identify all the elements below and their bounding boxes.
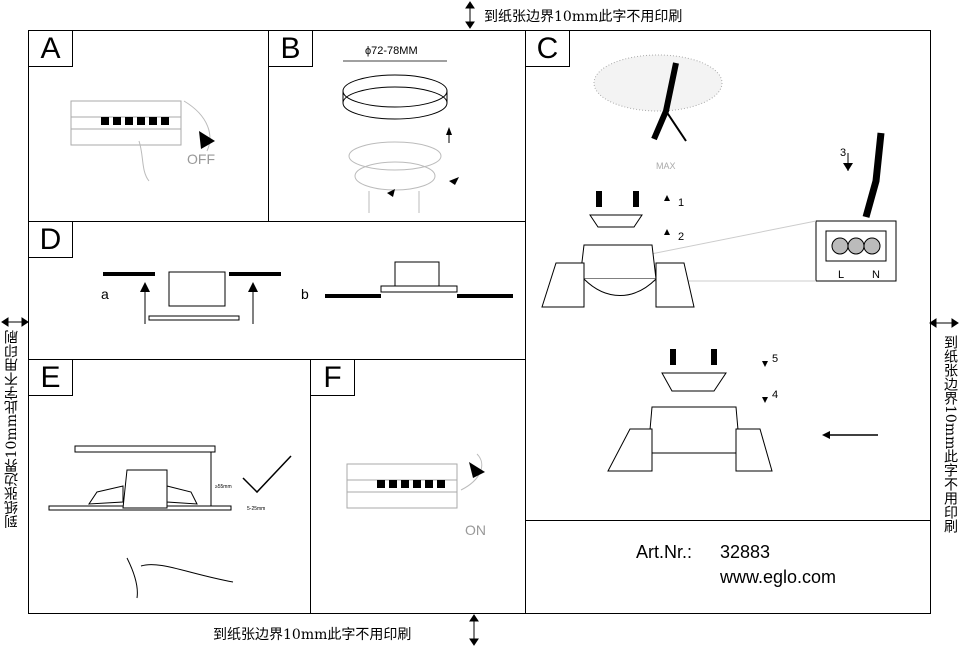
panel-letter-d: D [29, 222, 73, 258]
breaker-on-illustration [346, 453, 485, 509]
cutout-diameter: ϕ72-78MM [365, 45, 418, 57]
step-3: 3 [840, 147, 847, 159]
terminal-n: N [872, 269, 880, 281]
panel-letter-b: B [269, 31, 313, 67]
panel-c: C [525, 30, 931, 521]
panel-e: E ≥55mm 5-25mm [28, 359, 311, 614]
depth-label: ≥55mm [215, 484, 232, 490]
ceiling-thickness-illustration [103, 261, 513, 324]
article-number: 32883 [720, 542, 771, 562]
step-5: 5 [772, 353, 779, 365]
step-1: 1 [678, 197, 685, 209]
thickness-label: 5-25mm [247, 506, 266, 512]
panel-letter-a: A [29, 31, 73, 67]
panel-f: F ON [310, 359, 526, 614]
website: www.eglo.com [720, 567, 837, 587]
sub-step-b: b [301, 286, 309, 302]
panel-letter-e: E [29, 360, 73, 396]
breaker-off-illustration [70, 100, 215, 182]
panel-letter-c: C [526, 31, 570, 67]
ceiling-cutout-illustration [342, 60, 459, 213]
step-4: 4 [772, 389, 779, 401]
margin-note-top: 到纸张边界10mm此字不用印刷 [484, 9, 683, 25]
panel-letter-f: F [311, 360, 355, 396]
panel-b: B ϕ72-78MM [268, 30, 526, 222]
sub-step-a: a [101, 286, 109, 302]
switch-state-off: OFF [187, 151, 215, 167]
wiring-illustration [541, 54, 897, 472]
max-label: MAX [656, 161, 676, 171]
switch-state-on: ON [465, 522, 486, 538]
terminal-l: L [838, 269, 845, 281]
panel-d: D a b [28, 221, 526, 360]
margin-note-right: 到纸张边界10mm此字不用印刷 [942, 335, 958, 534]
margin-note-bottom: 到纸张边界10mm此字不用印刷 [213, 627, 412, 643]
panel-a: A OFF [28, 30, 269, 222]
installation-depth-illustration [48, 445, 292, 599]
article-label: Art.Nr.: [636, 542, 693, 562]
step-2: 2 [678, 231, 685, 243]
